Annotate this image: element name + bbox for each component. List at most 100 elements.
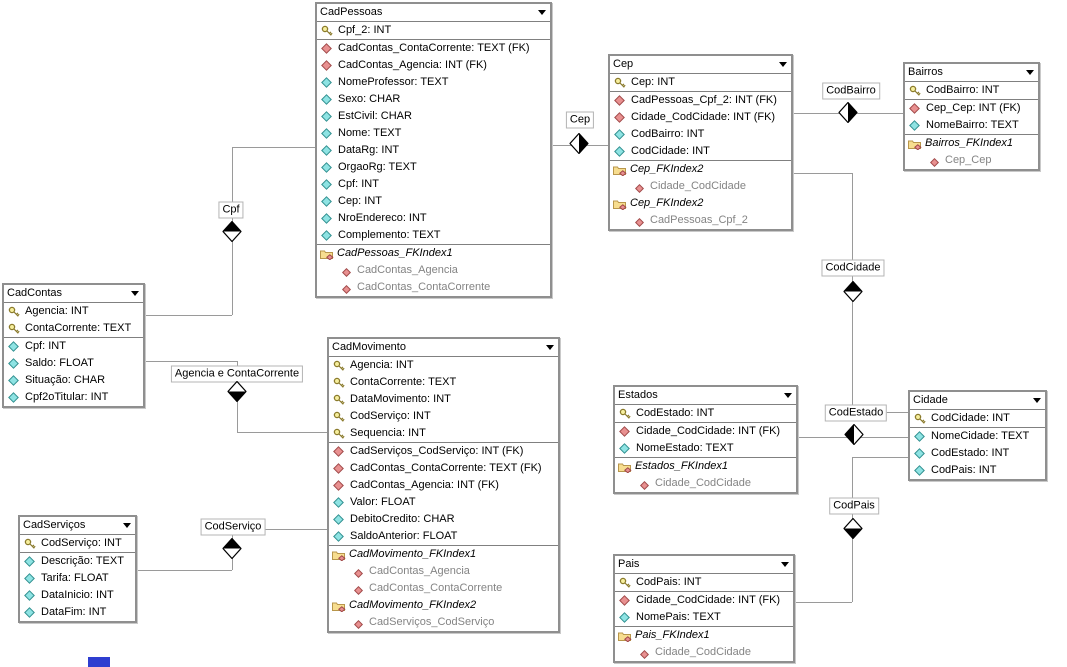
attribute-diamond-icon — [321, 111, 332, 122]
table-header[interactable]: CadServiços — [20, 517, 135, 535]
index-folder-icon — [908, 140, 922, 151]
relation-cardinality-diamond[interactable] — [222, 220, 242, 245]
field-text: CadPessoas_Cpf_2 — [650, 214, 748, 226]
attribute-diamond-icon — [321, 128, 332, 139]
half-filled-diamond-icon — [844, 423, 864, 446]
table-header[interactable]: CadContas — [4, 285, 143, 303]
foreign-key-diamond-icon — [614, 95, 625, 106]
field-row: Cpf: INT — [4, 337, 143, 355]
relation-cardinality-diamond[interactable] — [843, 280, 863, 305]
table-header[interactable]: CadPessoas — [317, 4, 550, 22]
relation-cardinality-diamond[interactable] — [569, 132, 589, 157]
primary-key-icon — [8, 323, 20, 334]
chevron-down-icon[interactable] — [784, 393, 792, 398]
field-text: CodServiço: INT — [41, 537, 122, 549]
field-text: CadContas_ContaCorrente — [369, 582, 503, 594]
table-estados[interactable]: Estados CodEstado: INT Cidade_CodCidade:… — [613, 385, 798, 494]
table-cep[interactable]: Cep Cep: INT CadPessoas_Cpf_2: INT (FK) … — [608, 54, 793, 231]
field-text: DataInicio: INT — [41, 589, 114, 601]
relation-label[interactable]: CodServiço — [200, 518, 266, 536]
chevron-down-icon[interactable] — [779, 62, 787, 67]
relation-cardinality-diamond[interactable] — [222, 537, 242, 562]
field-text: Cidade_CodCidade: INT (FK) — [636, 425, 781, 437]
field-row: Nome: TEXT — [317, 125, 550, 142]
field-text: DebitoCredito: CHAR — [350, 513, 455, 525]
field-row: CodBairro: INT — [905, 82, 1038, 99]
attribute-diamond-icon — [321, 94, 332, 105]
relation-label[interactable]: Agencia e ContaCorrente — [170, 365, 304, 383]
field-text: Nome: TEXT — [338, 127, 402, 139]
relation-line — [232, 529, 327, 530]
primary-key-icon — [321, 25, 333, 36]
half-filled-diamond-icon — [222, 220, 242, 243]
field-text: Complemento: TEXT — [338, 229, 441, 241]
field-row: Cidade_CodCidade: INT (FK) — [610, 109, 791, 126]
relation-label[interactable]: CodCidade — [821, 259, 885, 277]
table-cidade[interactable]: Cidade CodCidade: INT NomeCidade: TEXT C… — [908, 390, 1047, 481]
field-text: Agencia: INT — [350, 359, 414, 371]
chevron-down-icon[interactable] — [131, 291, 139, 296]
table-bairros[interactable]: Bairros CodBairro: INT Cep_Cep: INT (FK)… — [903, 62, 1040, 171]
table-header[interactable]: CadMovimento — [329, 339, 558, 357]
field-text: CadPessoas_FKIndex1 — [337, 247, 453, 259]
field-text: CadContas_Agencia — [357, 264, 458, 276]
field-row: Sexo: CHAR — [317, 91, 550, 108]
field-row: DebitoCredito: CHAR — [329, 511, 558, 528]
field-text: Cpf: INT — [338, 178, 379, 190]
field-text: CadMovimento_FKIndex1 — [349, 548, 477, 560]
field-text: CodEstado: INT — [931, 447, 1010, 459]
chevron-down-icon[interactable] — [1033, 398, 1041, 403]
relation-cardinality-diamond[interactable] — [838, 101, 858, 126]
field-row: NomePais: TEXT — [615, 609, 793, 626]
primary-key-icon — [914, 413, 926, 424]
index-header-row: Bairros_FKIndex1 — [905, 134, 1038, 152]
index-field-diamond-icon — [639, 649, 650, 660]
relation-label[interactable]: CodPais — [829, 497, 879, 515]
chevron-down-icon[interactable] — [546, 345, 554, 350]
relation-line — [145, 361, 237, 362]
chevron-down-icon[interactable] — [1026, 70, 1034, 75]
table-header[interactable]: Cidade — [910, 392, 1045, 410]
attribute-diamond-icon — [333, 497, 344, 508]
field-text: Cep_FKIndex2 — [630, 163, 704, 175]
relation-cardinality-diamond[interactable] — [844, 423, 864, 448]
foreign-key-diamond-icon — [619, 426, 630, 437]
table-name: Cep — [613, 58, 634, 70]
index-header-row: CadMovimento_FKIndex2 — [329, 597, 558, 614]
attribute-diamond-icon — [24, 573, 35, 584]
attribute-diamond-icon — [321, 77, 332, 88]
primary-key-icon — [909, 85, 921, 96]
table-header[interactable]: Estados — [615, 387, 796, 405]
relation-label[interactable]: Cep — [565, 111, 595, 129]
field-text: Tarifa: FLOAT — [41, 572, 109, 584]
table-cadpessoas[interactable]: CadPessoas Cpf_2: INT CadContas_ContaCor… — [315, 2, 552, 298]
relation-line — [137, 570, 232, 571]
chevron-down-icon[interactable] — [538, 10, 546, 15]
relation-cardinality-diamond[interactable] — [227, 380, 247, 405]
table-header[interactable]: Bairros — [905, 64, 1038, 82]
chevron-down-icon[interactable] — [123, 523, 131, 528]
table-pais[interactable]: Pais CodPais: INT Cidade_CodCidade: INT … — [613, 554, 795, 663]
relation-label[interactable]: CodEstado — [824, 404, 888, 422]
field-text: Sexo: CHAR — [338, 93, 401, 105]
field-row: Cidade_CodCidade: INT (FK) — [615, 591, 793, 609]
index-header-row: CadMovimento_FKIndex1 — [329, 545, 558, 563]
field-row: EstCivil: CHAR — [317, 108, 550, 125]
relation-label[interactable]: Cpf — [218, 201, 244, 219]
table-cadmovimento[interactable]: CadMovimento Agencia: INT ContaCorrente:… — [327, 337, 560, 633]
field-text: EstCivil: CHAR — [338, 110, 412, 122]
field-text: Bairros_FKIndex1 — [925, 137, 1014, 149]
index-entry-row: CadPessoas_Cpf_2 — [610, 212, 791, 229]
index-folder-icon — [618, 463, 632, 474]
chevron-down-icon[interactable] — [781, 562, 789, 567]
relation-label[interactable]: CodBairro — [822, 82, 880, 100]
table-header[interactable]: Cep — [610, 56, 791, 74]
field-row: Cep: INT — [610, 74, 791, 91]
relation-cardinality-diamond[interactable] — [843, 517, 863, 542]
table-header[interactable]: Pais — [615, 556, 793, 574]
attribute-diamond-icon — [8, 392, 19, 403]
table-cadcontas[interactable]: CadContas Agencia: INT ContaCorrente: TE… — [2, 283, 145, 408]
table-cadserviços[interactable]: CadServiços CodServiço: INT Descrição: T… — [18, 515, 137, 623]
index-entry-row: CadServiços_CodServiço — [329, 614, 558, 631]
